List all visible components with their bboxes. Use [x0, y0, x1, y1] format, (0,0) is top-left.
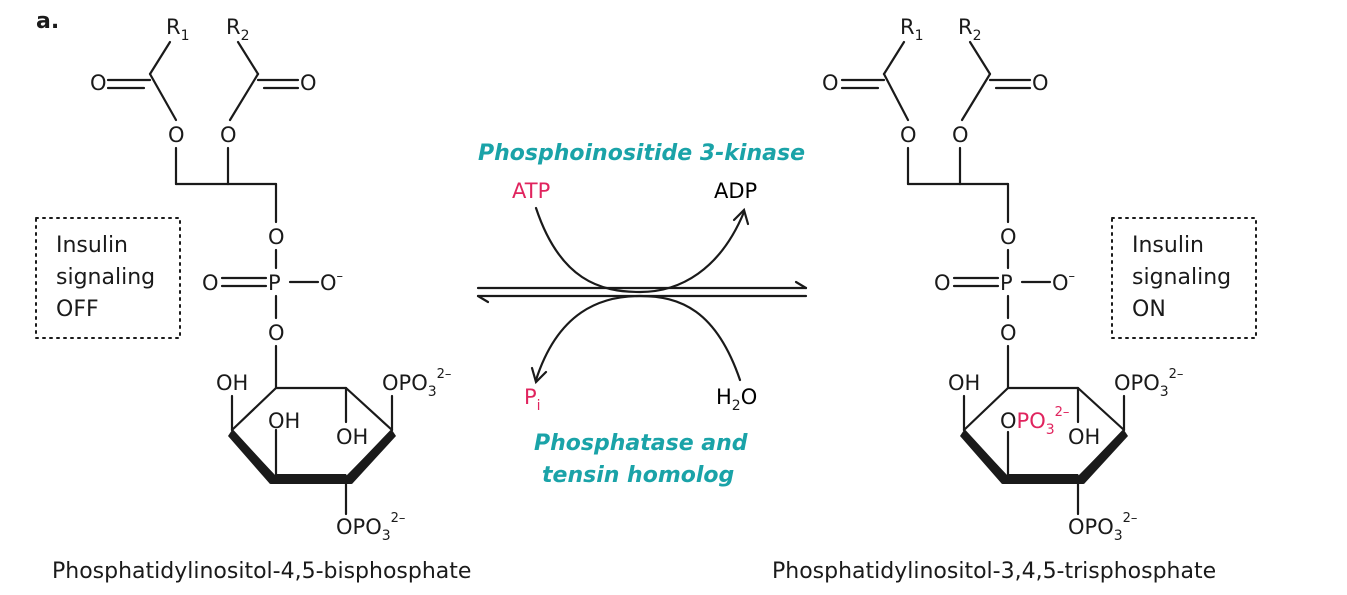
- reaction-center: Phosphoinositide 3-kinase ATP ADP Pi H2O…: [476, 141, 808, 488]
- reverse-curved-arrowhead: [530, 366, 548, 385]
- right-carbonyl-to-ester-1: [882, 72, 910, 122]
- right-ester-o-left: O: [900, 123, 917, 147]
- left-opo3-right: OPO32–: [382, 367, 451, 400]
- right-opo3-bottom: OPO32–: [1068, 511, 1137, 544]
- left-ring-bold-left: [228, 430, 276, 484]
- right-ring-bold-right: [1078, 430, 1128, 484]
- panel-label: a.: [36, 9, 59, 34]
- right-phosphate-o-double: O: [934, 271, 951, 295]
- reverse-straight-arrowhead: [476, 294, 490, 304]
- left-status-line1: Insulin: [56, 233, 128, 258]
- left-status-state: OFF: [56, 297, 99, 322]
- left-opo3-bottom: OPO32–: [336, 511, 405, 544]
- left-status-box: Insulin signaling OFF: [35, 217, 181, 339]
- forward-curved-arrow: [534, 206, 746, 294]
- left-phosphate-o-double: O: [202, 271, 219, 295]
- right-status-line2: signaling: [1132, 265, 1231, 290]
- right-ester-o-right: O: [952, 123, 969, 147]
- right-opo3-right: OPO32–: [1114, 367, 1183, 400]
- left-carbonyl-to-ester-1: [148, 72, 178, 122]
- left-r2-label: R2: [226, 15, 250, 44]
- reverse-enzyme-line2: tensin homolog: [542, 463, 734, 488]
- left-status-line2: signaling: [56, 265, 155, 290]
- right-ring-bold-front: [1002, 474, 1084, 484]
- left-r1-label: R1: [166, 15, 190, 44]
- right-oh-inner-right: OH: [1068, 425, 1100, 449]
- left-molecule: R1 R2 O O O O O O P O– O: [52, 15, 471, 584]
- right-oh-top-left: OH: [948, 371, 980, 395]
- right-r1-label: R1: [900, 15, 924, 44]
- pi-label: Pi: [524, 385, 541, 414]
- right-status-line1: Insulin: [1132, 233, 1204, 258]
- right-r2-label: R2: [958, 15, 982, 44]
- right-ring-bold-left: [960, 430, 1008, 484]
- left-phosphate-p: P: [268, 271, 281, 295]
- right-molecule-name: Phosphatidylinositol-3,4,5-trisphosphate: [772, 559, 1216, 584]
- right-phosphate-o-bottom: O: [1000, 321, 1017, 345]
- left-oh-inner-right: OH: [336, 425, 368, 449]
- right-phosphate-p: P: [1000, 271, 1013, 295]
- right-carbonyl-o-left: O: [822, 71, 839, 95]
- right-status-state: ON: [1132, 297, 1166, 322]
- forward-enzyme-label: Phosphoinositide 3-kinase: [478, 141, 805, 166]
- right-phosphate-o-minus: O–: [1052, 269, 1075, 295]
- left-ring-bold-front: [270, 474, 352, 484]
- forward-straight-arrowhead: [794, 280, 808, 290]
- left-molecule-name: Phosphatidylinositol-4,5-bisphosphate: [52, 559, 471, 584]
- reverse-curved-arrow: [534, 294, 742, 382]
- right-status-box: Insulin signaling ON: [1111, 217, 1257, 339]
- left-ester-o-left: O: [168, 123, 185, 147]
- right-r1-bond: [882, 40, 906, 76]
- left-oh-inner-left: OH: [268, 409, 300, 433]
- left-ester-o-right: O: [220, 123, 237, 147]
- reverse-enzyme-line1: Phosphatase and: [534, 431, 748, 456]
- right-status-dotted-border: [1111, 217, 1257, 339]
- left-r1-bond: [148, 40, 172, 76]
- left-carbonyl-o-left: O: [90, 71, 107, 95]
- right-carbonyl-o-right: O: [1032, 71, 1049, 95]
- atp-label: ATP: [512, 179, 550, 203]
- left-glycerol-o: O: [268, 225, 285, 249]
- left-phosphate-o-minus: O–: [320, 269, 343, 295]
- water-label: H2O: [716, 385, 757, 414]
- left-ring-bold-right: [346, 430, 396, 484]
- right-molecule: R1 R2 O O O O O O P O– O OH: [772, 15, 1216, 584]
- right-carbonyl-to-ester-2: [960, 72, 992, 122]
- left-carbonyl-to-ester-2: [228, 72, 260, 122]
- left-carbonyl-o-right: O: [300, 71, 317, 95]
- left-status-dotted-border: [35, 217, 181, 339]
- left-phosphate-o-bottom: O: [268, 321, 285, 345]
- left-r2-bond: [236, 40, 260, 76]
- right-opo3-inner: OPO32–: [1000, 405, 1069, 438]
- adp-label: ADP: [714, 179, 757, 203]
- right-r2-bond: [968, 40, 992, 76]
- left-oh-top-left: OH: [216, 371, 248, 395]
- right-glycerol-o: O: [1000, 225, 1017, 249]
- forward-curved-arrowhead: [732, 207, 750, 226]
